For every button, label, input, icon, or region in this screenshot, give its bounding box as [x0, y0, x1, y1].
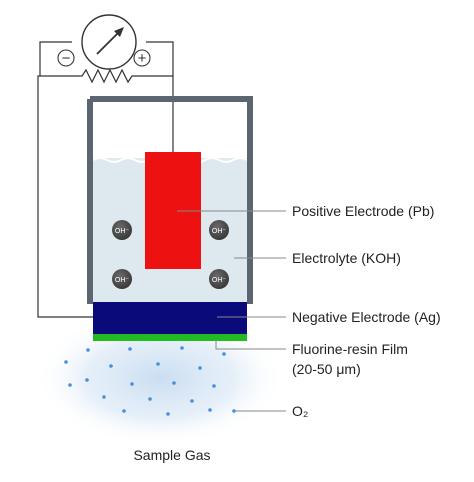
label-sample-gas: Sample Gas [133, 447, 210, 463]
fluorine-resin-film [93, 334, 247, 341]
minus-terminal [57, 49, 75, 67]
o2-dot [212, 384, 216, 388]
hydroxide-ion: OH⁻ [209, 220, 229, 240]
o2-dot [68, 383, 72, 387]
label-negative-electrode: Negative Electrode (Ag) [292, 309, 441, 325]
container-wall [87, 96, 253, 304]
svg-text:OH⁻: OH⁻ [212, 228, 227, 235]
hydroxide-ion: OH⁻ [112, 269, 132, 289]
label-fluorine-film: Fluorine-resin Film [292, 341, 408, 357]
circuit-wire-left [37, 75, 93, 318]
o2-dot [109, 364, 113, 368]
hydroxide-ion: OH⁻ [209, 269, 229, 289]
o2-dot [180, 346, 184, 350]
circuit-wire-top-right [146, 41, 174, 152]
ammeter-needle-arrowhead [114, 27, 124, 37]
sample-gas-cloud [35, 310, 285, 446]
o2-dot [85, 378, 89, 382]
o2-dot [102, 395, 106, 399]
o2-molecules [64, 346, 236, 416]
external-circuit [37, 41, 174, 318]
circuit-wire-top [39, 41, 72, 76]
svg-text:OH⁻: OH⁻ [115, 228, 130, 235]
o2-dot [222, 352, 226, 356]
o2-dot [148, 397, 152, 401]
plus-terminal [133, 49, 151, 67]
plus-sign: + [138, 50, 147, 67]
o2-dot [208, 408, 212, 412]
o2-dot [128, 347, 132, 351]
leader-fluorine-film [215, 340, 286, 350]
o2-dot [64, 360, 68, 364]
o2-dot [86, 348, 90, 352]
o2-dot [232, 409, 236, 413]
label-positive-electrode: Positive Electrode (Pb) [292, 203, 434, 219]
o2-dot [122, 409, 126, 413]
label-o2: O₂ [292, 403, 308, 419]
negative-electrode [93, 302, 247, 334]
resistor [40, 68, 173, 84]
label-electrolyte: Electrolyte (KOH) [292, 250, 401, 266]
o2-dot [172, 381, 176, 385]
o2-dot [130, 382, 134, 386]
o2-dot [198, 366, 202, 370]
o2-dot [166, 412, 170, 416]
label-fluorine-film-thickness: (20-50 μm) [292, 361, 361, 377]
svg-text:OH⁻: OH⁻ [115, 277, 130, 284]
o2-dot [190, 399, 194, 403]
leader-lines [177, 210, 286, 412]
hydroxide-ion: OH⁻ [112, 220, 132, 240]
svg-text:OH⁻: OH⁻ [212, 277, 227, 284]
minus-sign: − [62, 50, 71, 67]
o2-dot [156, 362, 160, 366]
ammeter: − + [57, 14, 151, 70]
